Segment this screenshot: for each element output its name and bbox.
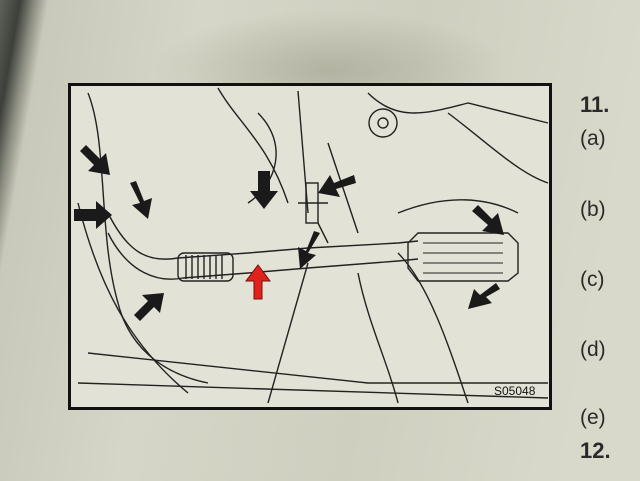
substep-b: (b) xyxy=(580,198,606,221)
substep-d: (d) xyxy=(580,338,606,361)
red-arrow xyxy=(245,264,271,300)
substep-e: (e) xyxy=(580,406,606,429)
exhaust-pipe-diagram xyxy=(68,83,552,410)
arrow-markers xyxy=(74,145,504,321)
substep-a: (a) xyxy=(580,127,606,150)
substep-c: (c) xyxy=(580,268,605,291)
figure-code: S05048 xyxy=(494,384,536,398)
step-11: 11. xyxy=(580,92,610,117)
step-12: 12. xyxy=(580,438,611,463)
